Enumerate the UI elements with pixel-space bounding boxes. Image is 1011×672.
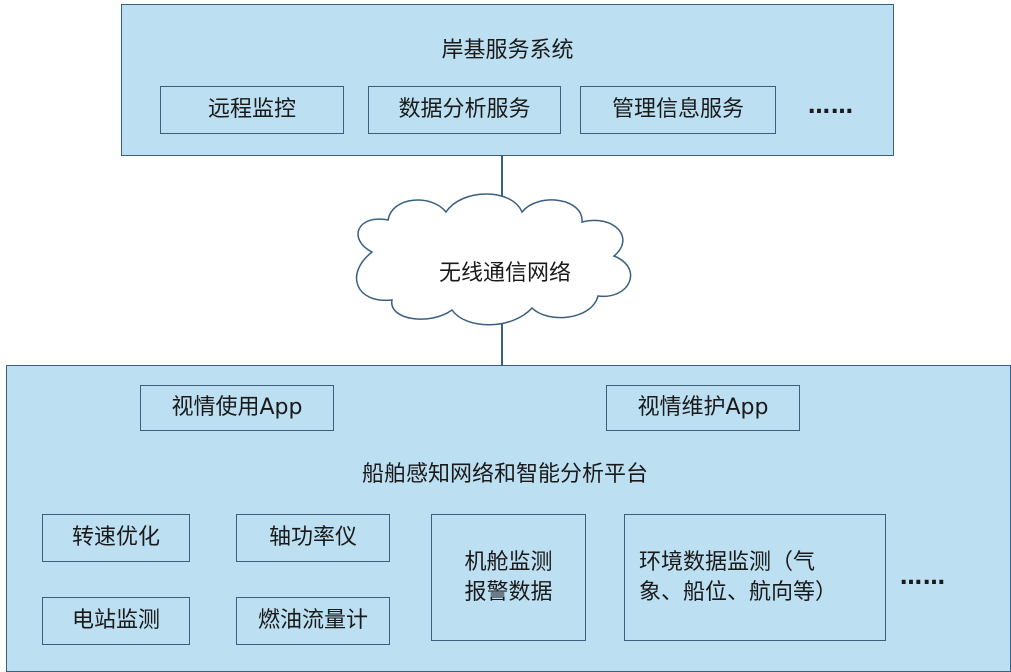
module-environment-monitoring: 环境数据监测（气 象、船位、航向等） (624, 514, 886, 641)
network-label: 无线通信网络 (438, 261, 571, 286)
engine-room-line-2: 报警数据 (464, 579, 553, 605)
module-power-station-monitoring: 电站监测 (42, 597, 190, 645)
app-condition-use: 视情使用App (140, 385, 334, 431)
environment-line-1: 环境数据监测（气 (639, 549, 816, 575)
module-speed-optimization: 转速优化 (42, 514, 190, 562)
ship-platform-title: 船舶感知网络和智能分析平台 (361, 462, 648, 487)
engine-room-line-1: 机舱监测 (464, 549, 553, 575)
shore-item-management-info: 管理信息服务 (580, 86, 776, 134)
cloud-icon (355, 193, 632, 326)
ship-ellipsis: …… (900, 565, 946, 590)
shore-item-data-analysis: 数据分析服务 (368, 86, 561, 134)
connector-shore-to-network (501, 156, 503, 226)
module-fuel-flow-meter: 燃油流量计 (236, 597, 390, 645)
environment-line-2: 象、船位、航向等） (639, 579, 838, 605)
shore-ellipsis: …… (808, 94, 854, 119)
shore-item-remote-monitoring: 远程监控 (160, 86, 344, 134)
shore-system-title: 岸基服务系统 (441, 38, 574, 63)
module-shaft-power-meter: 轴功率仪 (236, 514, 390, 562)
module-engine-room-alarm: 机舱监测 报警数据 (431, 514, 586, 641)
app-condition-maintenance: 视情维护App (606, 385, 800, 431)
connector-network-to-ship (501, 316, 503, 366)
